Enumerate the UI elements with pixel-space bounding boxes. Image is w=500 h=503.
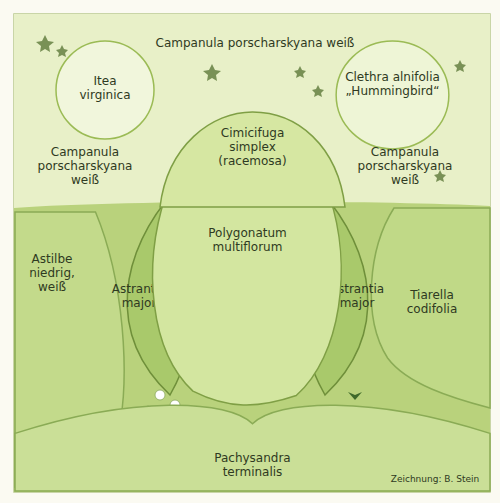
groundcover-area: Tiarella codifolia [362,208,490,408]
plant-name: Polygonatum multiflorum [190,226,305,254]
plant-name: Tiarella codifolia [392,288,472,316]
plant-name: Pachysandra terminalis [185,451,320,479]
shrub-circle: Itea virginica [55,40,155,140]
plant-name: Campanula porscharskyana weiß [140,36,370,50]
plant-name: Campanula porscharskyana weiß [30,145,140,187]
plant-name: Itea virginica [73,74,137,102]
credit-note: Zeichnung: B. Stein [385,474,485,485]
plant-name: Cimicifuga simplex (racemosa) [200,126,305,168]
plant-name: Astilbe niedrig, weiß [21,252,83,294]
perennial-mound: Cimicifuga simplex (racemosa) [160,112,345,207]
plant-name: Clethra alnifolia „Hummingbird“ [343,70,442,98]
perennial-area-outline [150,178,345,400]
plant-name: Campanula porscharskyana weiß [350,145,460,187]
perennial-area: Polygonatum multiflorum [150,178,345,400]
shrub-circle: Clethra alnifolia „Hummingbird“ [335,40,450,150]
